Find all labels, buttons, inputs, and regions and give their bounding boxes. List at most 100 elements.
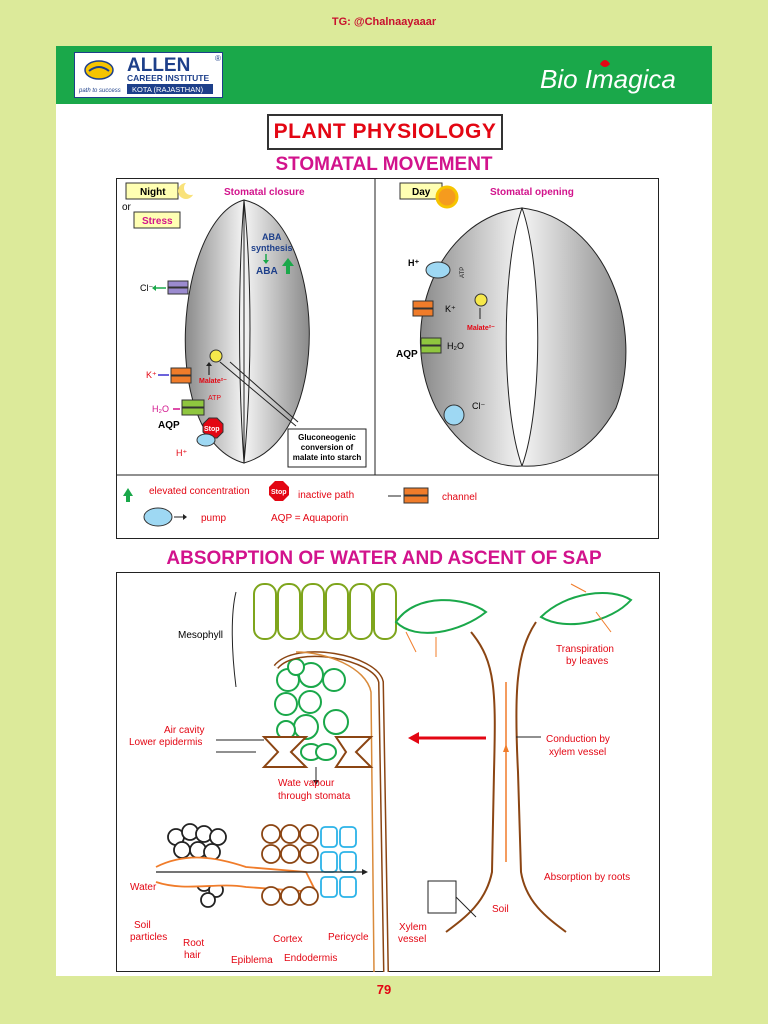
- label-transpiration-1: Transpiration: [556, 644, 614, 655]
- gluco-text-1: Gluconeogenic: [298, 433, 356, 442]
- label-lower-epidermis: Lower epidermis: [129, 737, 202, 748]
- pump-icon: [196, 433, 216, 447]
- guard-cell-closed: [184, 199, 310, 464]
- cl-label: Cl⁻: [140, 283, 153, 293]
- legend-channel-icon: [403, 487, 429, 496]
- flower-icon: [600, 60, 610, 67]
- cl-channel-icon: [167, 280, 189, 288]
- label-xylem-2: vessel: [398, 934, 426, 945]
- aqp-label: AQP: [158, 420, 180, 431]
- legend-channel: channel: [442, 492, 477, 503]
- label-root-hair-2: hair: [184, 950, 201, 961]
- label-cortex: Cortex: [273, 934, 302, 945]
- label-air-cavity: Air cavity: [164, 725, 205, 736]
- or-label: or: [122, 202, 132, 213]
- night-label: Night: [140, 187, 166, 198]
- malate-icon: [209, 349, 223, 363]
- malate-icon-right: [474, 293, 488, 307]
- logo-registered: ®: [215, 54, 221, 63]
- leaf-left: [394, 599, 488, 634]
- bio-imagica-logo: Bio Imagica: [540, 60, 676, 94]
- h2o-label: H₂O: [152, 404, 169, 414]
- tree-trunk: [445, 621, 567, 933]
- day-label: Day: [412, 187, 431, 198]
- label-soil: Soil: [492, 904, 509, 915]
- section-heading-stomatal: STOMATAL MOVEMENT: [275, 154, 493, 175]
- label-endodermis: Endodermis: [284, 953, 337, 964]
- h2o-label-right: H₂O: [447, 341, 464, 351]
- label-epiblema: Epiblema: [231, 955, 273, 966]
- leaf-right: [539, 592, 633, 626]
- label-pericycle: Pericycle: [328, 932, 369, 943]
- stomatal-diagram: Night or Stress Stomatal closure ABA syn…: [116, 178, 659, 539]
- elevated-arrow-icon: [282, 258, 294, 274]
- label-vapour-2: through stomata: [278, 791, 351, 802]
- gluco-text-2: conversion of: [301, 443, 354, 452]
- gluco-text-3: malate into starch: [293, 453, 362, 462]
- cl-pump-right: [443, 404, 465, 426]
- root-hair-shape: [155, 856, 318, 894]
- page-title-box: PLANT PHYSIOLOGY: [267, 114, 503, 150]
- logo-brand: ALLEN: [127, 55, 190, 76]
- logo-institute: CAREER INSTITUTE: [127, 73, 210, 83]
- h-label-left: H⁺: [176, 448, 187, 458]
- lower-epidermis: [261, 736, 374, 768]
- page-title: PLANT PHYSIOLOGY: [273, 120, 497, 143]
- opening-caption: Stomatal opening: [490, 187, 574, 198]
- label-absorption: Absorption by roots: [544, 872, 630, 883]
- stress-label: Stress: [142, 216, 173, 227]
- legend-inactive: inactive path: [298, 490, 354, 501]
- legend-stop-icon: [269, 481, 289, 501]
- label-soil-particles-1: Soil: [134, 920, 151, 931]
- pump-icon-right: [425, 261, 451, 279]
- k-label-right: K⁺: [445, 304, 456, 314]
- atp-label-right: ATP: [460, 267, 466, 278]
- malate-label: Malate²⁻: [199, 378, 227, 385]
- legend-pump: pump: [201, 513, 226, 524]
- top-banner: TG: @Chalnaayaaar: [331, 16, 437, 28]
- logo-location: KOTA (RAJASTHAN): [132, 85, 204, 94]
- sun-icon: [435, 185, 459, 209]
- aba-text-1: ABA: [262, 232, 282, 242]
- cortex-cells: [261, 824, 319, 906]
- series-title: Bio Imagica: [540, 64, 676, 94]
- atp-label: ATP: [208, 395, 221, 402]
- cl-label-right: Cl⁻: [472, 401, 485, 411]
- sap-ascent-diagram: Mesophyll Air cavity Lower epidermis Wat…: [116, 572, 660, 973]
- pericycle-cells: [320, 826, 357, 898]
- label-root-hair-1: Root: [183, 938, 204, 949]
- legend-aqp: AQP = Aquaporin: [271, 513, 348, 524]
- h-label-right: H⁺: [408, 258, 419, 268]
- k-channel-icon: [170, 367, 192, 376]
- label-water: Water: [130, 882, 157, 893]
- k-label: K⁺: [146, 370, 157, 380]
- legend-pump-icon: [143, 507, 173, 527]
- label-xylem-1: Xylem: [399, 922, 427, 933]
- mesophyll-cells: [253, 583, 397, 640]
- zoom-box: [427, 880, 457, 914]
- aqp-channel-icon: [181, 399, 205, 408]
- page-number: 79: [376, 982, 392, 997]
- stress-label-box: [133, 211, 181, 229]
- aqp-channel-right: [420, 337, 442, 346]
- label-mesophyll: Mesophyll: [178, 630, 223, 641]
- label-conduction-2: xylem vessel: [549, 747, 606, 758]
- aba-text-3: ABA: [256, 266, 278, 277]
- label-soil-particles-2: particles: [130, 932, 167, 943]
- spongy-cells: [274, 658, 349, 740]
- logo-emblem-icon: [84, 60, 114, 80]
- stop-text: Stop: [204, 426, 220, 433]
- legend-elevated: elevated concentration: [149, 486, 250, 497]
- closure-caption: Stomatal closure: [224, 187, 305, 198]
- legend-stop-text: Stop: [271, 489, 287, 496]
- label-conduction-1: Conduction by: [546, 734, 610, 745]
- section-heading-absorption: ABSORPTION OF WATER AND ASCENT OF SAP: [166, 548, 602, 569]
- allen-logo: path to success ALLEN ® CAREER INSTITUTE…: [74, 52, 223, 98]
- malate-label-right: Malate²⁻: [467, 325, 495, 332]
- logo-tagline: path to success: [78, 88, 121, 94]
- aba-text-2: synthesis: [251, 243, 293, 253]
- legend-arrow-icon: [123, 488, 133, 502]
- k-channel-right: [412, 300, 434, 309]
- label-vapour-1: Wate vapour: [278, 778, 335, 789]
- aqp-label-right: AQP: [396, 349, 418, 360]
